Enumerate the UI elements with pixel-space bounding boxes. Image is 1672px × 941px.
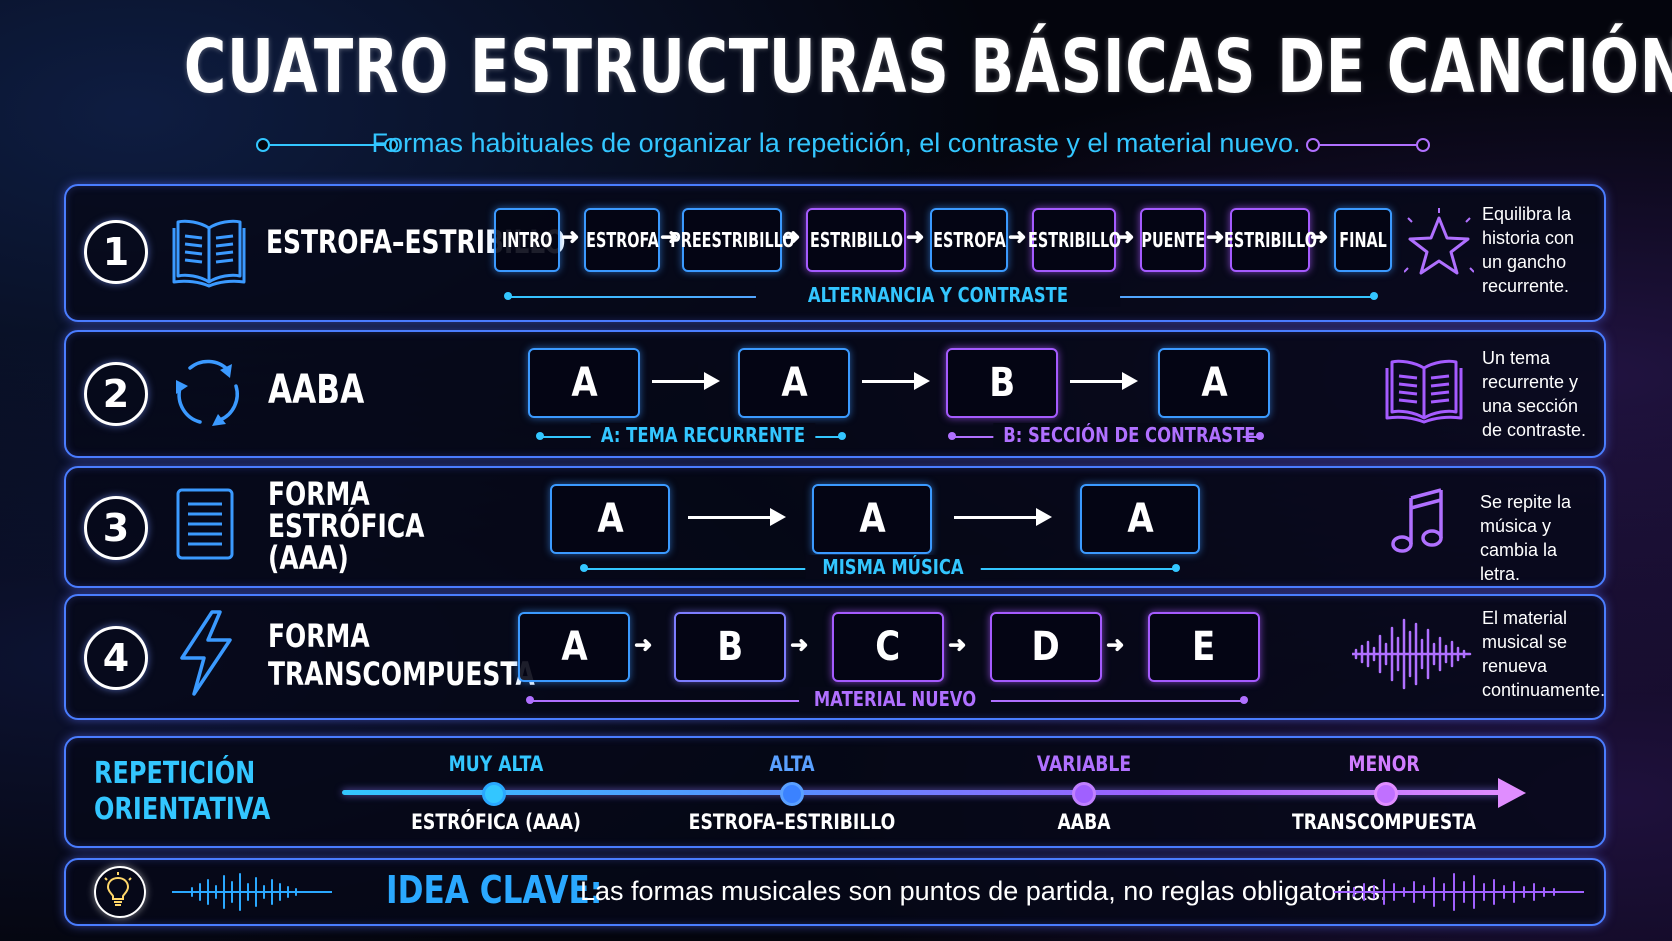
section-box-c: C bbox=[832, 612, 944, 682]
scale-level-label: MENOR bbox=[1348, 752, 1420, 776]
bracket-label: MISMA MÚSICA bbox=[805, 555, 981, 579]
section-box-a: A bbox=[1158, 348, 1270, 418]
repetition-scale-line bbox=[342, 790, 1502, 795]
structure-name: AABA bbox=[268, 367, 365, 413]
sound-wave-icon bbox=[1352, 618, 1472, 690]
section-box-estrofa: ESTROFA bbox=[930, 208, 1008, 272]
section-box-estribillo: ESTRIBILLO bbox=[1224, 208, 1316, 272]
sound-wave-icon bbox=[172, 873, 332, 911]
arrow-icon: ➜ bbox=[948, 632, 967, 657]
page-subtitle: Formas habituales de organizar la repeti… bbox=[371, 128, 1301, 158]
subtitle-deco-right bbox=[1306, 138, 1430, 152]
bracket-label: MATERIAL NUEVO bbox=[799, 687, 991, 711]
arrow-icon bbox=[652, 372, 720, 390]
structure-row-through-composed: 4 FORMA TRANSCOMPUESTA A ➜ B ➜ C ➜ D ➜ E… bbox=[64, 594, 1606, 720]
scale-level-label: ALTA bbox=[769, 752, 815, 776]
structure-description: El material musical se renueva continuam… bbox=[1482, 608, 1606, 700]
lightning-bolt-icon bbox=[180, 610, 232, 696]
repetition-title-line: ORIENTATIVA bbox=[94, 792, 271, 827]
scale-form-label: AABA bbox=[1057, 810, 1111, 834]
row-number: 4 bbox=[84, 626, 148, 690]
section-box-puente: PUENTE bbox=[1140, 208, 1206, 272]
section-box-b: B bbox=[946, 348, 1058, 418]
arrow-icon bbox=[954, 508, 1052, 526]
key-idea-label: IDEA CLAVE: bbox=[386, 868, 603, 912]
page-title: CUATRO ESTRUCTURAS BÁSICAS DE CANCIÓN bbox=[183, 24, 1672, 110]
sound-wave-icon bbox=[1334, 873, 1584, 911]
row-number: 1 bbox=[84, 220, 148, 284]
section-box-d: D bbox=[990, 612, 1102, 682]
scale-level-label: VARIABLE bbox=[1036, 752, 1132, 776]
section-box-a: A bbox=[518, 612, 630, 682]
scale-level-label: MUY ALTA bbox=[448, 752, 544, 776]
open-book-icon bbox=[172, 219, 246, 288]
arrow-icon: ➜ bbox=[906, 224, 925, 249]
open-book-icon bbox=[1385, 359, 1463, 424]
document-lines-icon bbox=[176, 488, 234, 560]
arrow-icon: ➜ bbox=[1106, 632, 1125, 657]
scale-form-label: TRANSCOMPUESTA bbox=[1291, 810, 1477, 834]
structure-description: Se repite la música y cambia la letra. bbox=[1480, 492, 1572, 584]
subtitle-deco-left bbox=[256, 138, 398, 152]
structure-name-line: (AAA) bbox=[268, 539, 349, 577]
arrow-icon: ➜ bbox=[782, 224, 801, 249]
cycle-arrows-icon bbox=[176, 359, 239, 426]
section-box-preestribillo: PREESTRIBILLO bbox=[670, 208, 794, 272]
scale-arrowhead-icon bbox=[1498, 778, 1526, 808]
structure-description: Un tema recurrente y una sección de cont… bbox=[1482, 348, 1587, 440]
structure-name-line: TRANSCOMPUESTA bbox=[268, 655, 535, 693]
arrow-icon: ➜ bbox=[1310, 224, 1329, 249]
section-box-estrofa: ESTROFA bbox=[584, 208, 660, 272]
star-icon bbox=[1404, 208, 1474, 275]
row-number: 3 bbox=[84, 496, 148, 560]
repetition-title-line: REPETICIÓN bbox=[94, 756, 256, 791]
arrow-icon: ➜ bbox=[1116, 224, 1135, 249]
scale-form-label: ESTRÓFICA (AAA) bbox=[411, 810, 581, 834]
section-box-final: FINAL bbox=[1334, 208, 1392, 272]
section-box-a: A bbox=[550, 484, 670, 554]
section-box-estribillo: ESTRIBILLO bbox=[1028, 208, 1120, 272]
arrow-icon: ➜ bbox=[634, 632, 653, 657]
key-idea-panel: IDEA CLAVE: Las formas musicales son pun… bbox=[64, 858, 1606, 926]
bracket-label: ALTERNANCIA Y CONTRASTE bbox=[755, 283, 1121, 307]
structure-description: Equilibra la historia con un gancho recu… bbox=[1482, 204, 1575, 296]
structure-name-line: ESTRÓFICA bbox=[268, 507, 425, 545]
key-idea-text: Las formas musicales son puntos de parti… bbox=[580, 876, 1388, 906]
arrow-icon bbox=[1070, 372, 1138, 390]
section-box-b: B bbox=[674, 612, 786, 682]
lightbulb-icon-ring bbox=[94, 866, 146, 918]
row-number: 2 bbox=[84, 362, 148, 426]
structure-row-aaba: 2 AABA A A B A A: TEMA RECURRENTE B: SEC… bbox=[64, 330, 1606, 458]
lightbulb-icon bbox=[104, 872, 132, 906]
arrow-icon bbox=[862, 372, 930, 390]
section-box-e: E bbox=[1148, 612, 1260, 682]
music-note-icon bbox=[1391, 488, 1443, 553]
section-box-a: A bbox=[812, 484, 932, 554]
structure-name-line: FORMA bbox=[268, 475, 370, 513]
arrow-icon: ➜ bbox=[660, 224, 679, 249]
section-box-a: A bbox=[738, 348, 850, 418]
arrow-icon: ➜ bbox=[790, 632, 809, 657]
scale-form-label: ESTROFA–ESTRIBILLO bbox=[688, 810, 896, 834]
section-box-estribillo: ESTRIBILLO bbox=[806, 208, 906, 272]
structure-row-verse-chorus: 1 ESTROFA–ESTRIBILLO INTRO ➜ ESTROFA ➜ P… bbox=[64, 184, 1606, 322]
repetition-scale-panel: REPETICIÓN ORIENTATIVA MUY ALTA ESTRÓFIC… bbox=[64, 736, 1606, 848]
arrow-icon: ➜ bbox=[561, 224, 580, 249]
section-box-intro: INTRO bbox=[494, 208, 560, 272]
arrow-icon: ➜ bbox=[1206, 224, 1225, 249]
arrow-icon: ➜ bbox=[1008, 224, 1027, 249]
bracket-label-b: B: SECCIÓN DE CONTRASTE bbox=[993, 423, 1255, 447]
structure-name-line: FORMA bbox=[268, 617, 370, 655]
structure-row-strophic: 3 FORMA ESTRÓFICA (AAA) A A A MISMA MÚSI… bbox=[64, 466, 1606, 588]
bracket-label-a: A: TEMA RECURRENTE bbox=[590, 423, 816, 447]
section-box-a: A bbox=[1080, 484, 1200, 554]
section-box-a: A bbox=[528, 348, 640, 418]
arrow-icon bbox=[688, 508, 786, 526]
